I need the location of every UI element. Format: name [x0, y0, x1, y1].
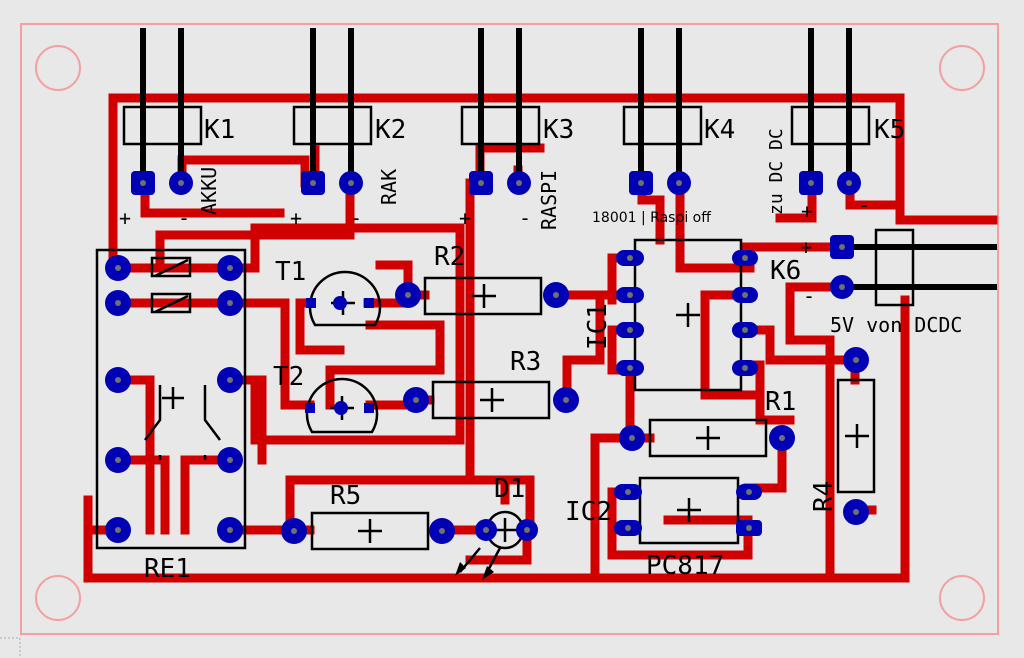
k5-plus: +	[801, 199, 813, 223]
arrowheads	[455, 562, 494, 580]
re1-coil-2	[150, 292, 192, 314]
t2-ref: T2	[273, 362, 304, 392]
mounting-hole-bottom-right	[939, 575, 985, 621]
re1-ref: RE1	[144, 554, 191, 584]
k5-minus: -	[858, 193, 870, 217]
pc817-ref: PC817	[646, 551, 724, 581]
mounting-hole-bottom-left	[35, 575, 81, 621]
k6-ref: K6	[770, 256, 801, 286]
k3-outline	[460, 105, 541, 146]
k5-outline	[790, 105, 871, 146]
ic2-ref: IC2	[565, 497, 612, 527]
connector-wires	[140, 28, 997, 290]
k6-plus: +	[800, 235, 812, 259]
ic1-outline	[633, 238, 743, 392]
mounting-hole-top-right	[939, 45, 985, 91]
r2-ref: R2	[434, 242, 465, 272]
k6-minus: -	[803, 284, 815, 308]
k5-label: zu DC DC	[766, 128, 787, 215]
board-outline	[20, 23, 999, 635]
r4-body	[836, 378, 876, 494]
r5-body	[310, 511, 430, 551]
re1-outline	[95, 248, 247, 550]
k3-plus: +	[459, 206, 471, 230]
k4-outline	[622, 105, 703, 146]
ic1-ref: IC1	[583, 303, 613, 350]
k3-minus: -	[519, 206, 531, 230]
k4-ref: K4	[704, 115, 735, 145]
k1-label: AKKU	[197, 167, 221, 215]
mounting-holes	[35, 45, 985, 621]
k2-outline	[292, 105, 373, 146]
k3-label: RASPI	[537, 170, 561, 230]
labels: K1 K2 K3 K4 K5 AKKU RAK RASPI zu DC DC +…	[119, 115, 962, 584]
k2-minus: -	[350, 206, 362, 230]
k2-ref: K2	[375, 115, 406, 145]
r3-body	[431, 380, 551, 420]
k3-ref: K3	[543, 115, 574, 145]
r3-ref: R3	[510, 347, 541, 377]
k6-outline	[874, 228, 915, 307]
k5-ref: K5	[874, 115, 905, 145]
k4-note: 18001 | Raspi off	[592, 210, 711, 226]
k2-label: RAK	[377, 169, 401, 205]
plus-markers	[162, 284, 869, 543]
r1-ref: R1	[765, 387, 796, 417]
k2-plus: +	[290, 206, 302, 230]
d1-ref: D1	[494, 474, 525, 504]
k1-minus: -	[178, 206, 190, 230]
sheet-corner	[0, 637, 21, 658]
k1-ref: K1	[204, 115, 235, 145]
k1-outline	[122, 105, 203, 146]
k6-label: 5V von DCDC	[830, 313, 962, 337]
re1-coil-1	[150, 256, 192, 278]
r1-body	[648, 418, 768, 458]
t1-ref: T1	[275, 257, 306, 287]
r2-body	[423, 276, 543, 316]
pads	[105, 171, 869, 544]
ic2-outline	[638, 476, 740, 545]
mounting-hole-top-left	[35, 45, 81, 91]
r4-ref: R4	[809, 481, 839, 512]
k1-plus: +	[119, 206, 131, 230]
r5-ref: R5	[330, 481, 361, 511]
